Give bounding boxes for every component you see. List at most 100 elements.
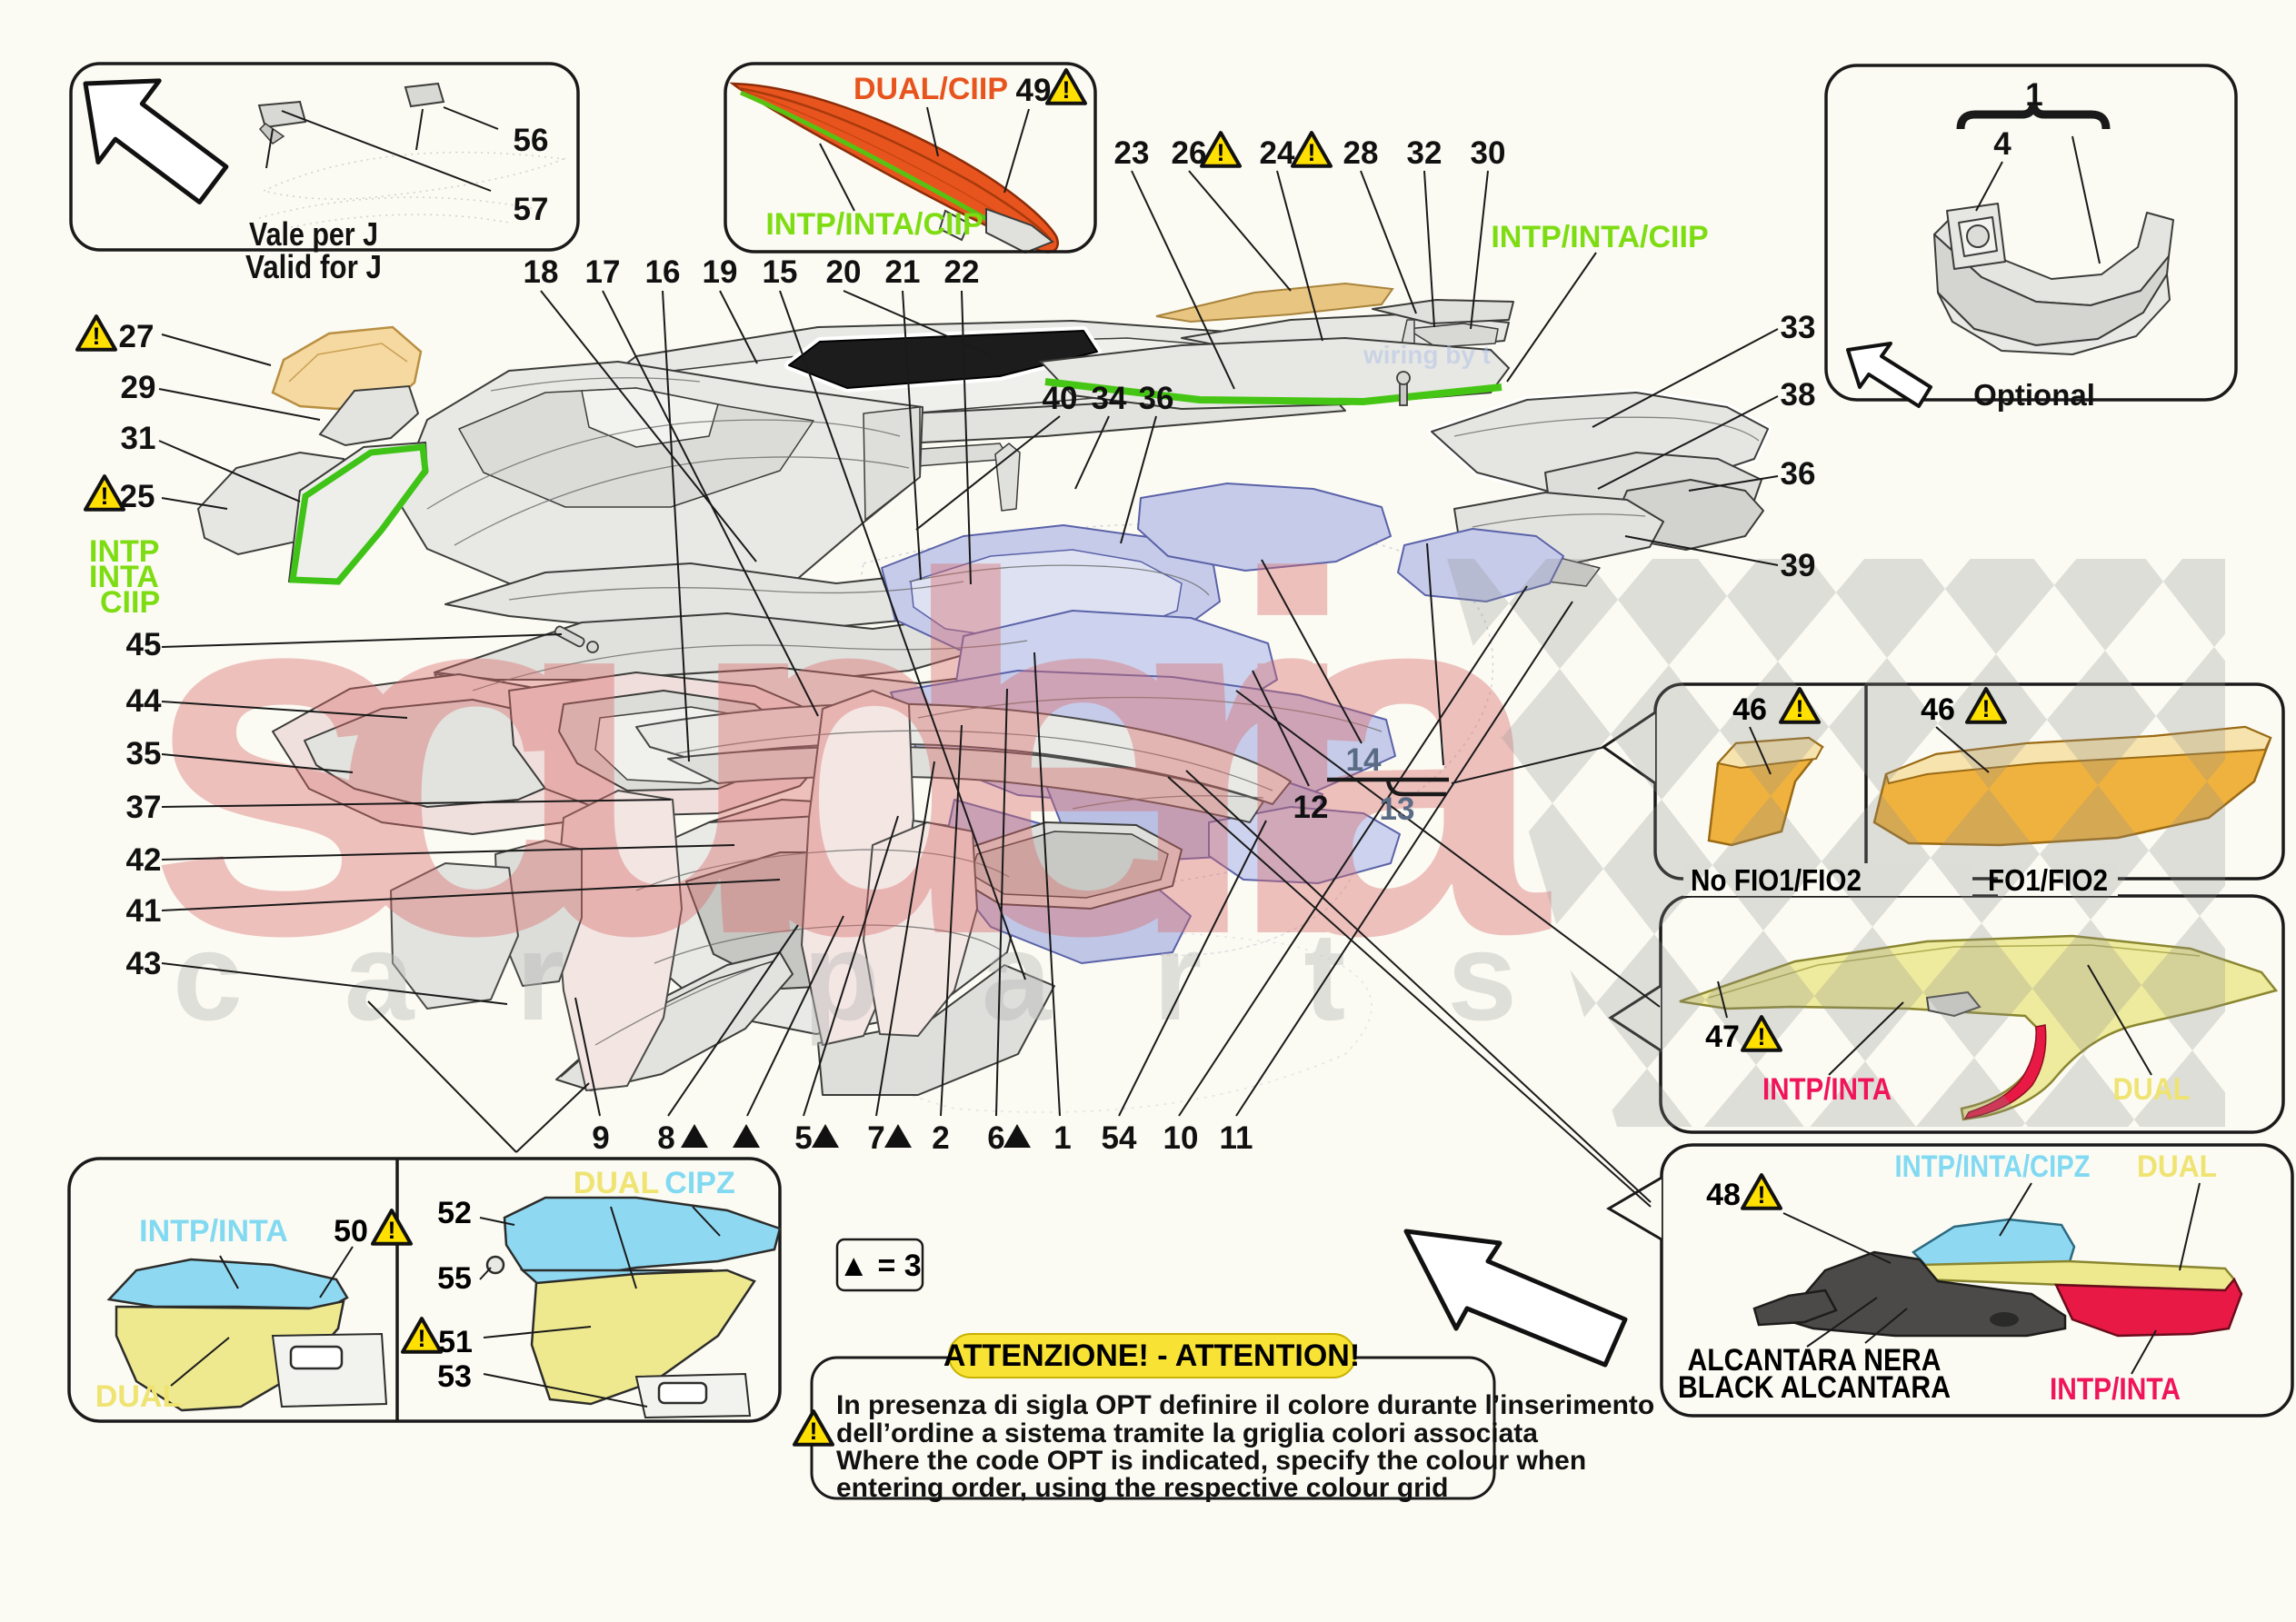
svg-text:36: 36 (1781, 456, 1816, 492)
svg-text:11: 11 (1220, 1120, 1253, 1156)
svg-text:FO1/FIO2: FO1/FIO2 (1988, 863, 2108, 897)
svg-text:ATTENZIONE! - ATTENTION!: ATTENZIONE! - ATTENTION! (943, 1338, 1360, 1373)
svg-text:49: 49 (1016, 73, 1052, 108)
svg-text:!: ! (101, 483, 109, 510)
svg-text:45: 45 (126, 627, 162, 662)
svg-text:!: ! (1796, 695, 1804, 722)
svg-text:!: ! (810, 1418, 818, 1445)
svg-text:36: 36 (1139, 381, 1174, 416)
svg-text:!: ! (388, 1217, 396, 1244)
svg-text:39: 39 (1781, 548, 1816, 583)
svg-text:40: 40 (1043, 381, 1078, 416)
svg-text:29: 29 (121, 370, 156, 405)
svg-text:dell’ordine a sistema tramite: dell’ordine a sistema tramite la griglia… (836, 1418, 1538, 1448)
svg-text:57: 57 (514, 192, 549, 227)
svg-text:!: ! (1063, 76, 1071, 104)
svg-text:54: 54 (1102, 1120, 1137, 1156)
svg-text:5: 5 (794, 1120, 812, 1156)
svg-text:52: 52 (437, 1196, 472, 1230)
svg-text:INTP: INTP (89, 534, 159, 569)
svg-text:16: 16 (645, 254, 681, 290)
svg-text:CIPZ: CIPZ (664, 1166, 734, 1200)
svg-text:25: 25 (120, 479, 155, 514)
svg-text:2: 2 (932, 1120, 949, 1156)
svg-text:33: 33 (1781, 310, 1816, 345)
svg-text:INTA: INTA (89, 560, 159, 594)
svg-text:Where the code OPT is indicate: Where the code OPT is indicated, specify… (836, 1446, 1586, 1476)
svg-text:28: 28 (1343, 135, 1379, 171)
svg-text:34: 34 (1092, 381, 1127, 416)
svg-text:23: 23 (1114, 135, 1150, 171)
svg-text:38: 38 (1781, 377, 1816, 413)
svg-text:46: 46 (1921, 692, 1955, 727)
svg-text:35: 35 (126, 736, 162, 771)
svg-text:32: 32 (1407, 135, 1442, 171)
svg-text:50: 50 (334, 1214, 368, 1249)
svg-text:INTP/INTA: INTP/INTA (2050, 1372, 2181, 1407)
svg-text:47: 47 (1705, 1020, 1740, 1054)
svg-text:BLACK ALCANTARA: BLACK ALCANTARA (1678, 1370, 1951, 1405)
svg-text:!: ! (1217, 139, 1225, 166)
svg-text:Optional: Optional (1973, 378, 2095, 412)
svg-text:44: 44 (126, 683, 162, 719)
svg-text:43: 43 (126, 946, 162, 981)
svg-text:8: 8 (657, 1120, 674, 1156)
svg-text:!: ! (93, 323, 101, 350)
svg-text:30: 30 (1471, 135, 1506, 171)
svg-text:!: ! (1758, 1181, 1766, 1209)
svg-text:19: 19 (703, 254, 738, 290)
svg-text:DUAL/CIIP: DUAL/CIIP (854, 72, 1008, 106)
svg-text:21: 21 (885, 254, 921, 290)
svg-text:18: 18 (524, 254, 559, 290)
svg-text:17: 17 (585, 254, 621, 290)
svg-text:DUAL: DUAL (2113, 1072, 2191, 1107)
svg-text:entering order, using the resp: entering order, using the respective col… (836, 1473, 1448, 1503)
svg-text:15: 15 (763, 254, 798, 290)
svg-text:20: 20 (826, 254, 862, 290)
svg-text:55: 55 (437, 1261, 472, 1296)
svg-text:CIIP: CIIP (100, 585, 160, 620)
svg-text:1: 1 (2025, 77, 2042, 113)
svg-text:9: 9 (592, 1120, 609, 1156)
svg-text:!: ! (1308, 139, 1316, 166)
svg-text:7: 7 (867, 1120, 884, 1156)
svg-text:DUAL: DUAL (2137, 1149, 2217, 1184)
svg-text:In presenza di sigla OPT defin: In presenza di sigla OPT definire il col… (836, 1390, 1654, 1420)
svg-text:31: 31 (121, 421, 156, 456)
svg-text:24: 24 (1260, 135, 1295, 171)
svg-text:DUAL: DUAL (95, 1379, 181, 1414)
svg-text:INTP/INTA/CIPZ: INTP/INTA/CIPZ (1895, 1149, 2091, 1184)
svg-text:10: 10 (1163, 1120, 1199, 1156)
svg-text:56: 56 (514, 123, 549, 158)
svg-text:42: 42 (126, 842, 162, 878)
svg-text:DUAL: DUAL (574, 1166, 659, 1200)
svg-text:wiring by t: wiring by t (1363, 341, 1491, 369)
svg-text:INTP/INTA/CIIP: INTP/INTA/CIIP (765, 207, 983, 242)
svg-text:41: 41 (126, 893, 162, 929)
svg-text:INTP/INTA: INTP/INTA (1762, 1072, 1892, 1107)
svg-text:48: 48 (1706, 1178, 1741, 1212)
svg-text:53: 53 (437, 1359, 472, 1394)
svg-text:Vale per J: Vale per J (249, 215, 378, 253)
svg-text:!: ! (418, 1325, 426, 1352)
svg-text:!: ! (1982, 695, 1991, 722)
svg-text:37: 37 (126, 790, 162, 825)
svg-text:INTP/INTA/CIIP: INTP/INTA/CIIP (1491, 220, 1708, 254)
svg-text:ALCANTARA NERA: ALCANTARA NERA (1688, 1343, 1942, 1378)
svg-text:14: 14 (1346, 742, 1382, 778)
svg-text:INTP/INTA: INTP/INTA (139, 1214, 288, 1249)
svg-text:22: 22 (944, 254, 980, 290)
svg-text:46: 46 (1732, 692, 1767, 727)
svg-text:6: 6 (987, 1120, 1004, 1156)
svg-text:12: 12 (1293, 790, 1329, 825)
svg-text:car parts: car parts (173, 907, 1619, 1047)
svg-text:27: 27 (119, 319, 155, 354)
svg-text:No FIO1/FIO2: No FIO1/FIO2 (1691, 863, 1862, 897)
svg-text:▲ = 3: ▲ = 3 (838, 1249, 921, 1283)
svg-text:51: 51 (438, 1325, 473, 1359)
svg-text:4: 4 (1993, 126, 2011, 162)
svg-text:Valid for J: Valid for J (245, 248, 382, 285)
svg-text:13: 13 (1380, 791, 1415, 827)
svg-text:scuderia: scuderia (144, 472, 1552, 1040)
svg-text:1: 1 (1053, 1120, 1071, 1156)
